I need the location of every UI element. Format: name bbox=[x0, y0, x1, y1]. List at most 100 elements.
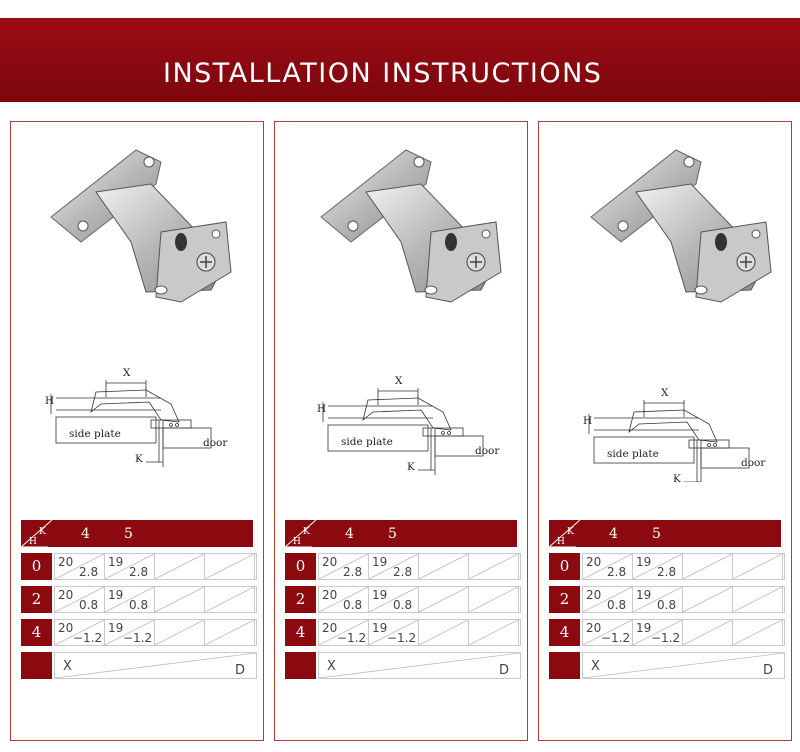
door-label: door bbox=[475, 445, 500, 457]
dimension-x-label: X bbox=[661, 387, 669, 399]
dimension-k-label: K bbox=[673, 473, 681, 482]
footer-d-label: D bbox=[499, 663, 510, 678]
svg-text:K: K bbox=[567, 527, 574, 537]
k-value: 4 bbox=[609, 526, 618, 542]
table-row: 4 20−1.2 19−1.2 bbox=[285, 619, 521, 646]
footer-d-label: D bbox=[235, 663, 246, 678]
hinge-product-image bbox=[50, 149, 232, 303]
table-cell bbox=[683, 620, 733, 645]
side-plate-label: side plate bbox=[341, 436, 393, 448]
table-cell bbox=[419, 554, 469, 579]
h-value: 0 bbox=[21, 553, 52, 580]
table-corner: H K bbox=[21, 520, 52, 547]
table-corner: H K bbox=[549, 520, 580, 547]
dimension-k-label: K bbox=[407, 461, 415, 473]
h-value: 0 bbox=[285, 553, 316, 580]
header-banner: INSTALLATION INSTRUCTIONS bbox=[0, 18, 800, 102]
k-value: 5 bbox=[652, 526, 661, 542]
table-row: 4 20−1.2 19−1.2 bbox=[549, 619, 785, 646]
svg-text:K: K bbox=[303, 527, 310, 537]
table-footer-row: X D bbox=[21, 652, 257, 679]
table-header: H K 4 5 bbox=[549, 520, 781, 547]
table-cell bbox=[469, 620, 519, 645]
hinge-product-image bbox=[320, 149, 502, 303]
table-corner: H K bbox=[285, 520, 316, 547]
table-cell bbox=[733, 554, 783, 579]
hinge-product-image bbox=[590, 149, 772, 303]
table-cell bbox=[155, 620, 205, 645]
table-cell bbox=[469, 554, 519, 579]
footer-d-label: D bbox=[763, 663, 774, 678]
k-value: 4 bbox=[81, 526, 90, 542]
table-footer-row: X D bbox=[549, 652, 785, 679]
table-header: H K 4 5 bbox=[285, 520, 517, 547]
table-cell bbox=[733, 587, 783, 612]
svg-text:H: H bbox=[557, 537, 565, 547]
table-cell: 19−1.2 bbox=[633, 620, 683, 645]
footer-x-label: X bbox=[63, 659, 72, 674]
table-cell: 19−1.2 bbox=[105, 620, 155, 645]
installation-diagram: X H K side plate door bbox=[317, 375, 500, 475]
dimension-x-label: X bbox=[123, 367, 131, 379]
footer-blank bbox=[285, 652, 316, 679]
side-plate-label: side plate bbox=[69, 428, 121, 440]
h-value: 4 bbox=[21, 619, 52, 646]
page-title: INSTALLATION INSTRUCTIONS bbox=[163, 58, 603, 89]
svg-text:H: H bbox=[293, 537, 301, 547]
table-cell bbox=[683, 554, 733, 579]
table-cell: 19−1.2 bbox=[369, 620, 419, 645]
installation-diagram: X H K side plate door bbox=[45, 367, 228, 467]
footer-blank bbox=[21, 652, 52, 679]
h-value: 2 bbox=[285, 586, 316, 613]
k-value: 5 bbox=[124, 526, 133, 542]
installation-diagram: X H K side plate door bbox=[583, 387, 766, 482]
svg-text:H: H bbox=[29, 537, 37, 547]
footer-x-label: X bbox=[327, 659, 336, 674]
table-cell: 20−1.2 bbox=[55, 620, 105, 645]
table-cell: 20−1.2 bbox=[583, 620, 633, 645]
table-footer-row: X D bbox=[285, 652, 521, 679]
h-value: 2 bbox=[549, 586, 580, 613]
footer-x-label: X bbox=[591, 659, 600, 674]
table-cell bbox=[419, 620, 469, 645]
table-cell bbox=[205, 620, 255, 645]
door-label: door bbox=[741, 457, 766, 469]
h-value: 0 bbox=[549, 553, 580, 580]
table-cell bbox=[733, 620, 783, 645]
svg-text:K: K bbox=[39, 527, 46, 537]
h-value: 4 bbox=[285, 619, 316, 646]
dimension-k-label: K bbox=[135, 453, 143, 465]
dimension-x-label: X bbox=[395, 375, 403, 387]
table-cell bbox=[155, 554, 205, 579]
table-cell bbox=[469, 587, 519, 612]
h-value: 4 bbox=[549, 619, 580, 646]
table-cell bbox=[155, 587, 205, 612]
table-cell bbox=[683, 587, 733, 612]
h-value: 2 bbox=[21, 586, 52, 613]
dimension-h-label: H bbox=[583, 415, 592, 427]
side-plate-label: side plate bbox=[607, 448, 659, 460]
table-cell bbox=[205, 554, 255, 579]
table-header: H K 4 5 bbox=[21, 520, 253, 547]
k-value: 4 bbox=[345, 526, 354, 542]
table-cell bbox=[205, 587, 255, 612]
table-row: 4 20−1.2 19−1.2 bbox=[21, 619, 257, 646]
table-cell: 20−1.2 bbox=[319, 620, 369, 645]
table-cell bbox=[419, 587, 469, 612]
